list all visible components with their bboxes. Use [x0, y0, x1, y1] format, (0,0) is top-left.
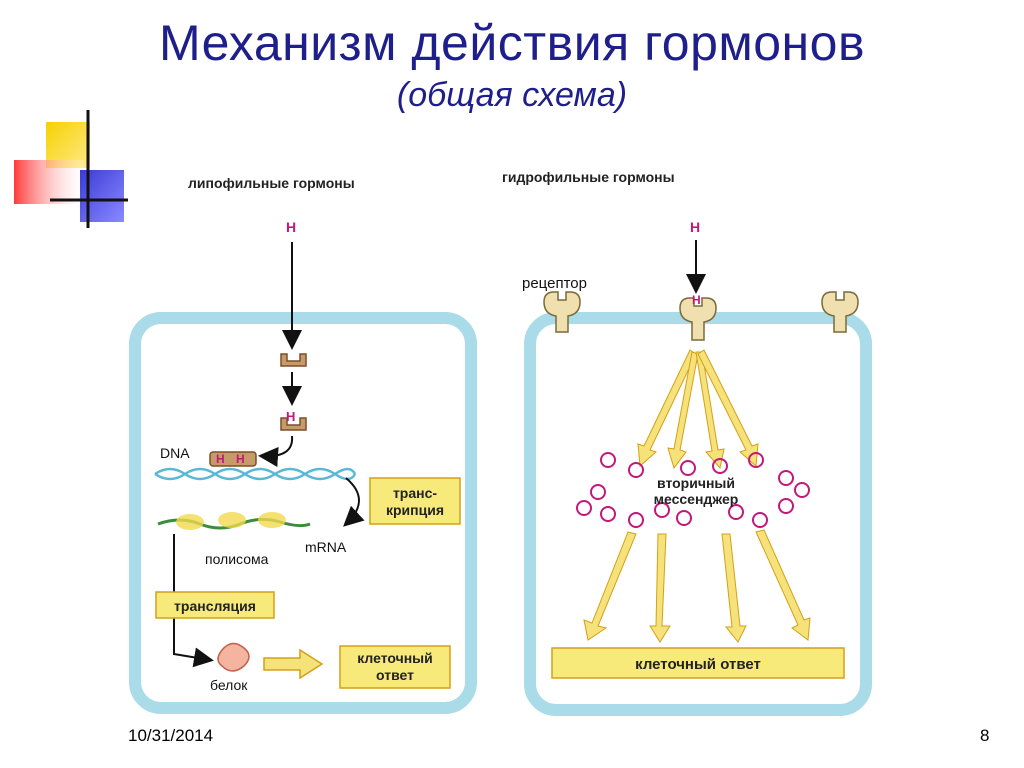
membrane-receptor-right [821, 291, 859, 333]
transcription-box-line-2: крипция [386, 502, 444, 518]
messenger-circle [600, 452, 616, 468]
messenger-circle [600, 506, 616, 522]
right-hormone-label: H [690, 219, 700, 235]
cytosolic-receptor-empty [280, 353, 307, 367]
slide-title: Механизм действия гормонов [158, 15, 866, 71]
right-response-label: клеточный ответ [635, 656, 761, 673]
transcription-box-line-1: транс- [393, 485, 437, 501]
response-arrow-2 [649, 533, 671, 643]
messenger-circle [576, 500, 592, 516]
left-response-line-2: ответ [376, 667, 414, 683]
translation-arrow [173, 534, 214, 668]
dna-hormone-label-1: H [216, 452, 225, 466]
dna-helix-strand-1 [154, 467, 357, 481]
messenger-circle [794, 482, 810, 498]
transcription-arrow [343, 477, 365, 527]
fan-arrow-2 [667, 351, 699, 470]
membrane-receptor-left [543, 291, 581, 333]
polysome-label: полисома [205, 551, 269, 567]
footer-date: 10/31/2014 [128, 726, 214, 745]
ribosome [218, 512, 246, 528]
dna-hormone-label-2: H [236, 452, 245, 466]
receptor-label: рецептор [522, 275, 587, 292]
messenger-circle [654, 502, 670, 518]
bound-hormone-label: H [692, 293, 701, 307]
left-hormone-label: H [286, 219, 296, 235]
dna-label: DNA [160, 445, 190, 461]
fan-arrow-4 [697, 349, 759, 468]
ribosome [258, 512, 286, 528]
left-response-box [339, 645, 451, 689]
dna-bound-complex [209, 451, 257, 467]
protein-label: белок [210, 677, 248, 693]
right-response-box [551, 647, 845, 679]
translation-box-label: трансляция [174, 598, 256, 614]
second-messenger-circles [576, 452, 810, 528]
transcription-box [369, 477, 461, 525]
response-arrows [583, 529, 811, 643]
left-cell-membrane [129, 312, 477, 714]
messenger-circle [590, 484, 606, 500]
page-number: 8 [980, 726, 990, 745]
left-response-line-1: клеточный [357, 650, 433, 666]
protein-to-response-arrow [263, 648, 324, 680]
messenger-circle [778, 498, 794, 514]
mrna-label: mRNA [305, 539, 347, 555]
signal-fan-arrows [637, 349, 759, 470]
translation-box [155, 591, 275, 619]
messenger-circle [712, 458, 728, 474]
messenger-circle [748, 452, 764, 468]
response-arrow-3 [721, 533, 747, 643]
messenger-circle [728, 504, 744, 520]
decorative-squares [14, 110, 128, 228]
left-panel-heading: липофильные гормоны [188, 175, 355, 191]
messenger-circle [680, 460, 696, 476]
response-arrow-4 [755, 529, 811, 641]
deco-red-square [14, 160, 84, 204]
membrane-receptor-center [679, 297, 717, 341]
messenger-circle [752, 512, 768, 528]
hormone-receptor-complex [280, 417, 307, 431]
messenger-circle [778, 470, 794, 486]
protein-shape [217, 642, 250, 672]
ribosome [176, 514, 204, 530]
dna-helix-strand-2 [154, 467, 357, 481]
messenger-label-line-1: вторичный [657, 475, 735, 491]
messenger-circle [628, 512, 644, 528]
messenger-label-line-2: мессенджер [654, 491, 739, 507]
right-panel-heading: гидрофильные гормоны [502, 169, 675, 185]
slide-subtitle: (общая схема) [396, 76, 628, 114]
complex-to-dna-arrow [258, 435, 294, 467]
response-arrow-1 [583, 531, 637, 641]
complex-hormone-label: H [286, 409, 295, 424]
messenger-circle [628, 462, 644, 478]
messenger-circle [676, 510, 692, 526]
